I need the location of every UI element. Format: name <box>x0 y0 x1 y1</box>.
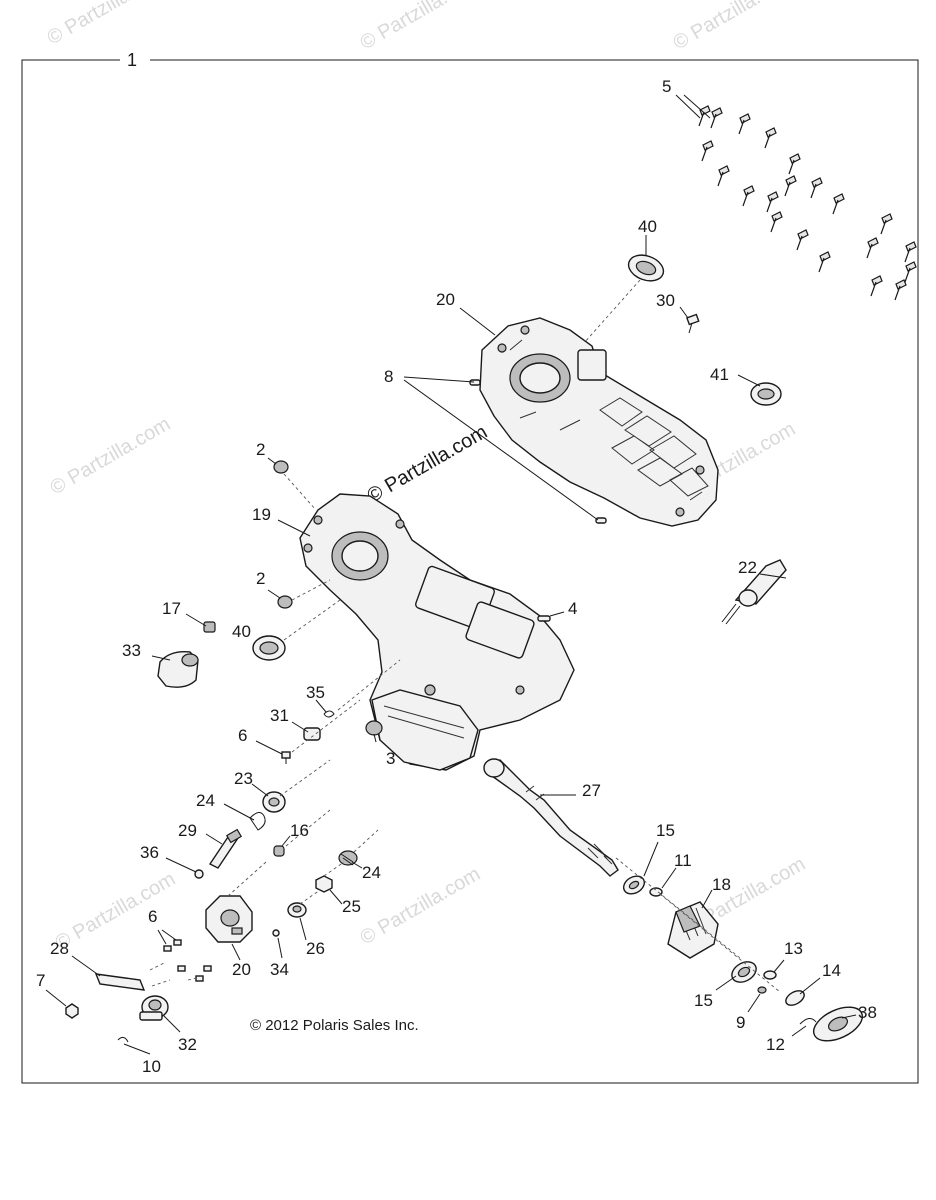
callout-40: 40 <box>232 622 251 641</box>
callout-18: 17 <box>162 599 181 618</box>
callout-3: 3 <box>386 749 395 768</box>
pin-36 <box>272 929 280 937</box>
bolt-set <box>698 105 917 301</box>
callout-4: 4 <box>568 599 577 618</box>
callout-13: 13 <box>784 939 803 958</box>
callout-33: 31 <box>270 706 289 725</box>
gear-19 <box>667 901 719 959</box>
dowel-pins <box>469 379 607 524</box>
shaft-29 <box>483 758 619 877</box>
callout-24-label: 24 <box>362 863 381 882</box>
callout-7: 7 <box>36 971 45 990</box>
callout-2: 2 <box>256 440 265 459</box>
callout-6: 6 <box>238 726 247 745</box>
callout-31: 29 <box>178 821 197 840</box>
callout-41: 41 <box>710 365 729 384</box>
case-half-right <box>479 317 719 527</box>
watermark: © Partzilla.com <box>44 0 172 49</box>
plug-upper <box>273 460 289 474</box>
callout-39: 38 <box>858 1003 877 1022</box>
housing-20 <box>205 895 253 943</box>
seal-11 <box>649 887 663 897</box>
plug-lower <box>277 595 293 609</box>
callout-22: 20 <box>436 290 455 309</box>
callout-9: 9 <box>736 1013 745 1032</box>
watermark-center: © Partzilla.com <box>364 421 492 507</box>
sleeve-35 <box>157 651 199 688</box>
callout-6: 6 <box>148 907 157 926</box>
watermark: © Partzilla.com <box>670 0 798 54</box>
bolt-6-upper <box>281 751 291 764</box>
callout-10: 10 <box>142 1057 161 1076</box>
seal-lower <box>252 635 286 661</box>
callout-17: 16 <box>290 821 309 840</box>
callout-32: 30 <box>656 291 675 310</box>
ring-14 <box>785 990 805 1006</box>
callout-28: 26 <box>306 939 325 958</box>
parts-layer <box>65 105 917 1043</box>
watermark: © Partzilla.com <box>52 868 180 954</box>
callout-35: 33 <box>122 641 141 660</box>
plate-30 <box>94 973 146 991</box>
callout-27: 25 <box>342 897 361 916</box>
bracket-33 <box>303 727 321 741</box>
callout-20-label: 20 <box>232 960 251 979</box>
plug-3 <box>365 720 383 736</box>
callout-36: 34 <box>270 960 289 979</box>
callout-23: 22 <box>738 558 757 577</box>
ring-16 <box>622 875 646 895</box>
spring-17 <box>273 845 285 857</box>
callout-14: 14 <box>822 961 841 980</box>
callout-25: 23 <box>234 769 253 788</box>
bolt-32 <box>686 313 700 334</box>
diagram-frame: 1 <box>21 50 919 1084</box>
nut-7 <box>65 1003 79 1019</box>
callout-37: 35 <box>306 683 325 702</box>
gear-25 <box>262 791 286 813</box>
bearing-41 <box>750 382 782 406</box>
plug-18 <box>203 621 216 633</box>
callout-8: 8 <box>384 367 393 386</box>
seal-upper <box>627 254 665 282</box>
watermark: © Partzilla.com <box>357 0 485 54</box>
cap-28 <box>287 902 307 918</box>
shaft-31 <box>208 828 243 869</box>
watermark: © Partzilla.com <box>47 413 175 499</box>
washer-13 <box>763 970 777 980</box>
spring-24 <box>338 850 358 866</box>
callout-34: 32 <box>178 1035 197 1054</box>
spring-37 <box>323 710 335 718</box>
callout-26: 24 <box>196 791 215 810</box>
bolts-6-lower <box>163 939 212 982</box>
pin-4 <box>537 615 551 622</box>
washer-9 <box>757 986 767 994</box>
case-half-left <box>299 493 575 771</box>
washer-38 <box>194 869 204 879</box>
callout-38: 36 <box>140 843 159 862</box>
callout-5: 5 <box>662 77 671 96</box>
flange-39 <box>813 1006 863 1042</box>
clip-10 <box>117 1036 129 1043</box>
callout-15-label: 15 <box>694 991 713 1010</box>
callout-12: 12 <box>766 1035 785 1054</box>
callouts-layer: 5 40 30 41 20 8 2 19 2 4 22 17 40 33 35 … <box>36 77 877 1076</box>
callout-19: 18 <box>712 875 731 894</box>
snap-ring-12 <box>799 1018 817 1025</box>
callout-40: 40 <box>638 217 657 236</box>
callout-2: 2 <box>256 569 265 588</box>
callout-29: 27 <box>582 781 601 800</box>
copyright-notice: © 2012 Polaris Sales Inc. <box>250 1017 419 1034</box>
callout-16: 15 <box>656 821 675 840</box>
callout-30: 28 <box>50 939 69 958</box>
nut-27 <box>315 875 333 893</box>
sensor-23 <box>721 559 787 625</box>
clip-26 <box>249 812 266 831</box>
callout-11: 11 <box>674 851 692 870</box>
callout-21: 19 <box>252 505 271 524</box>
bushing-34 <box>139 995 169 1021</box>
frame-label: 1 <box>127 50 137 70</box>
